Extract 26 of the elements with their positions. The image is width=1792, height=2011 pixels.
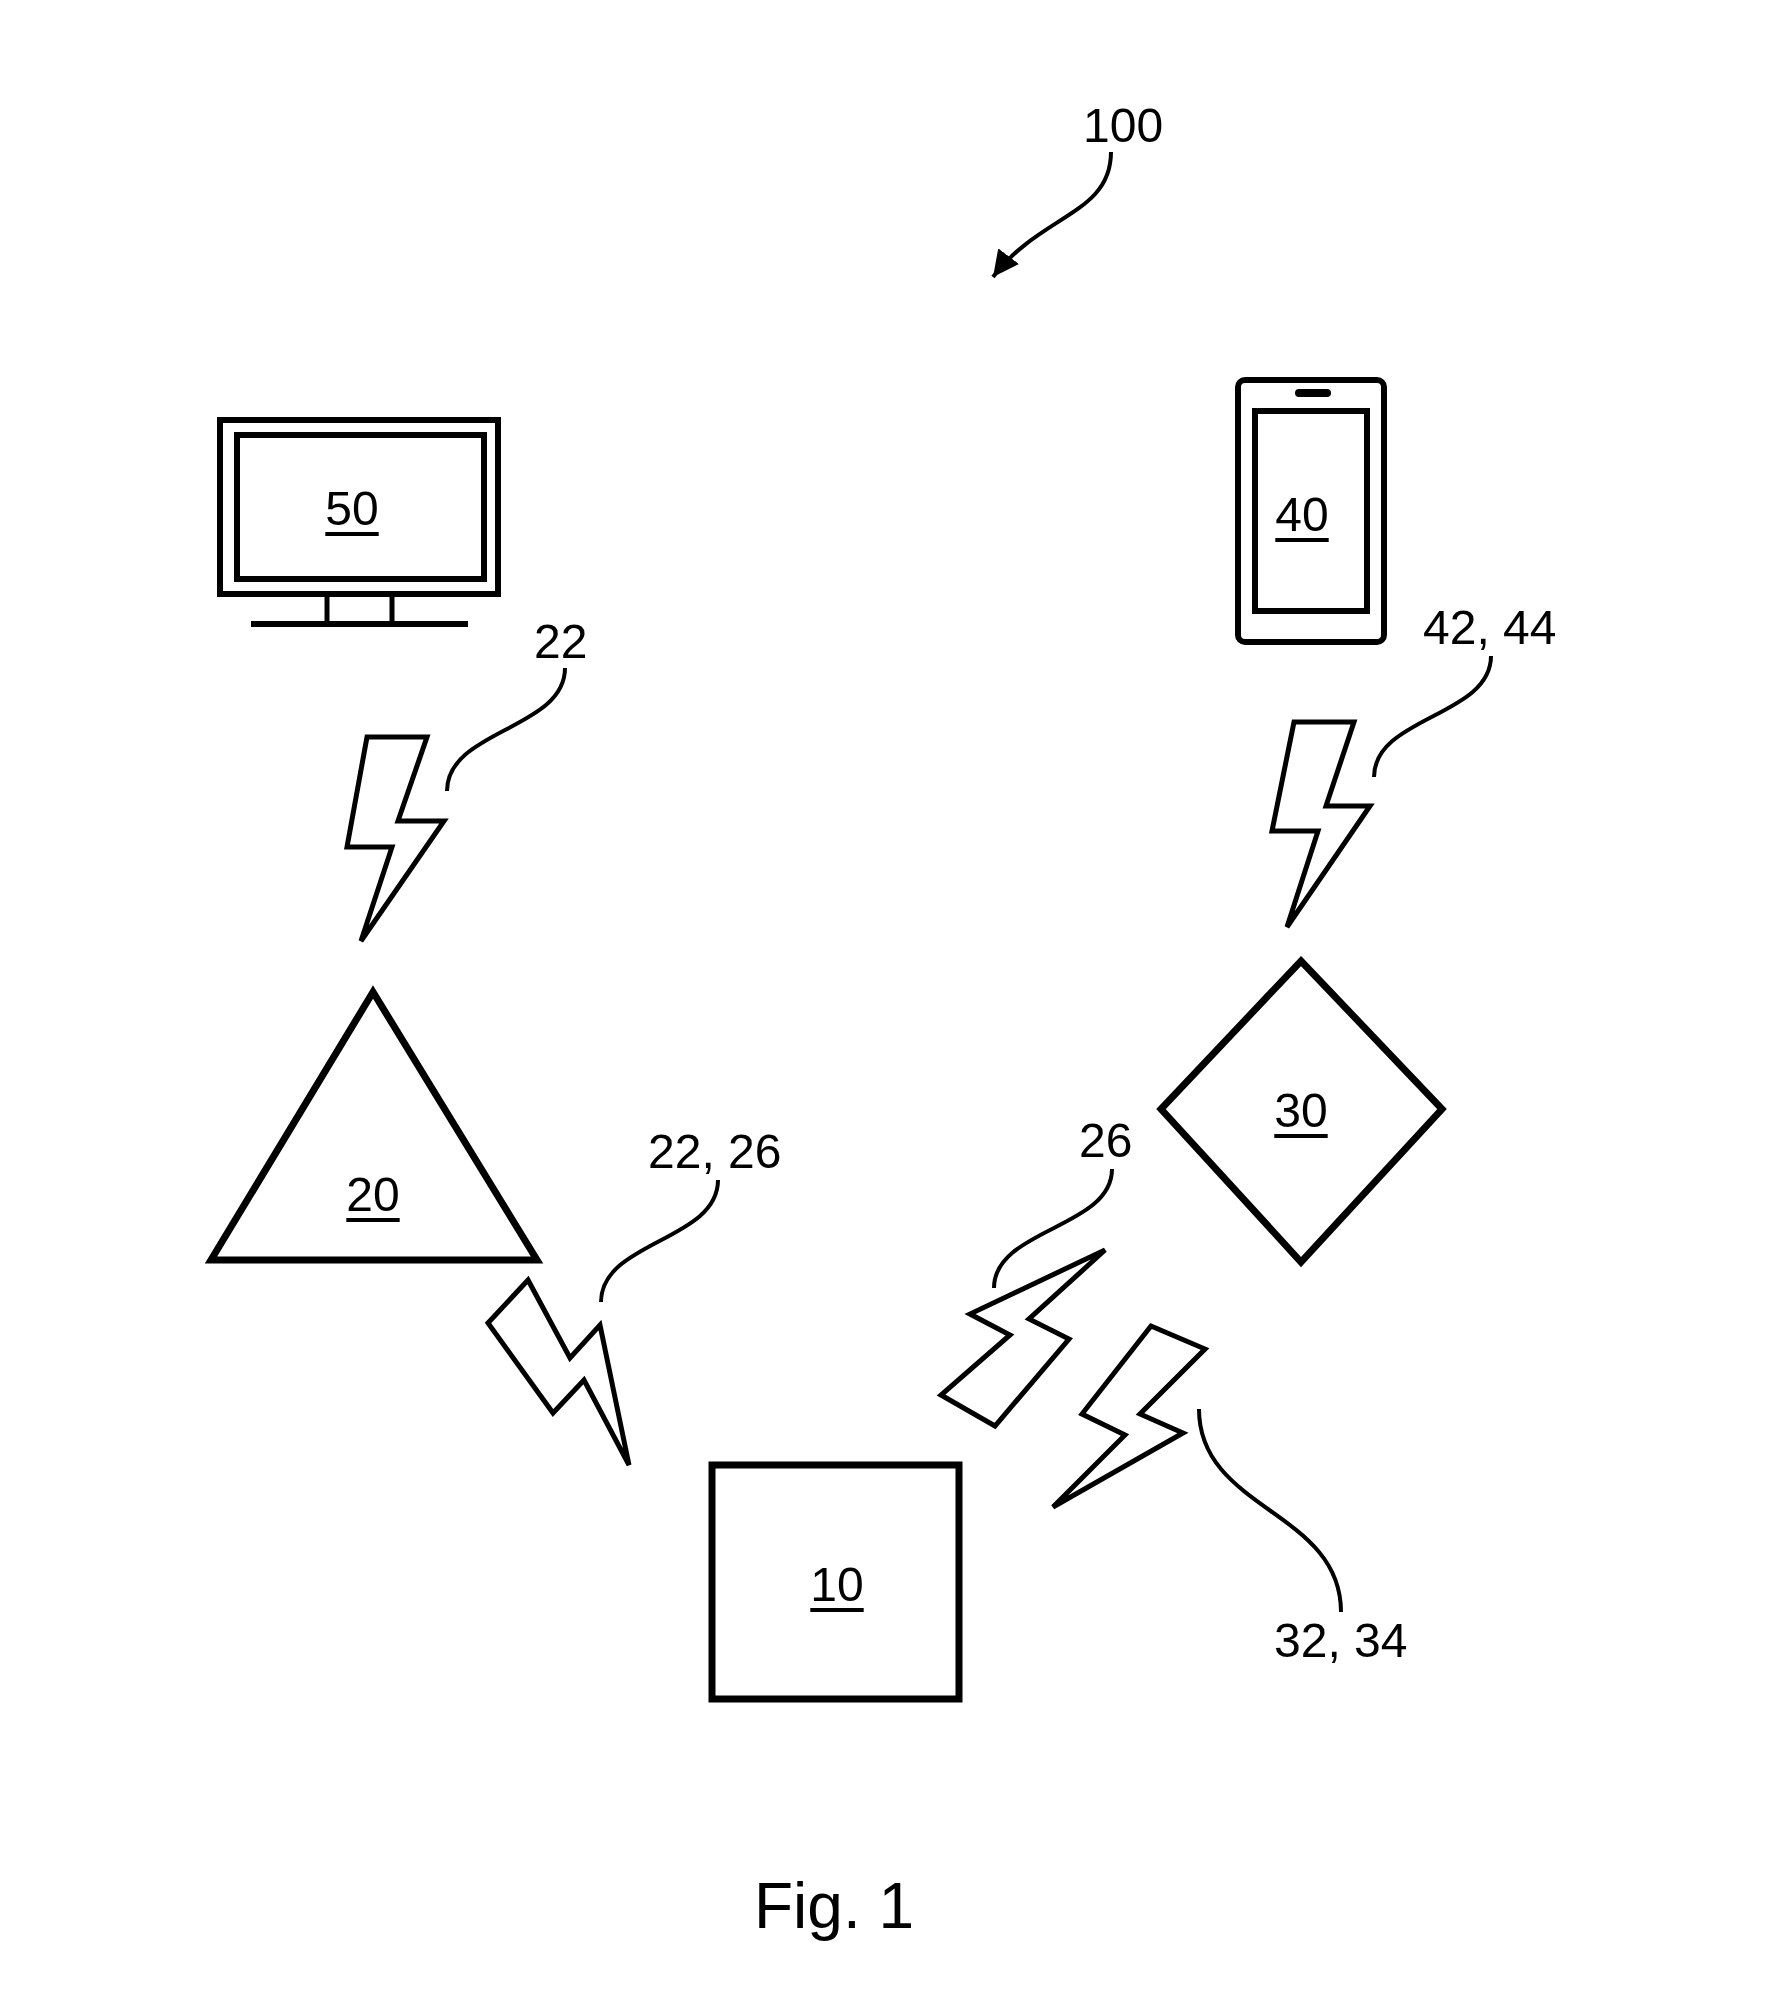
leader-arrow [991,151,1113,279]
smartphone-drawing [1235,377,1387,645]
reference-numeral: 10 [810,1557,864,1613]
callout-number: 32, 34 [1274,1617,1408,1665]
diamond-shape [1156,956,1447,1267]
lightning-bolt-icon [484,1276,633,1469]
callout-number: 22 [534,618,588,666]
callout-number: 42, 44 [1423,604,1557,652]
monitor-drawing [217,417,501,627]
reference-numeral: 50 [325,481,379,537]
leader-line [1372,655,1493,778]
leader-line [599,1179,720,1303]
reference-numeral: 40 [1275,487,1329,543]
leader-line [445,667,567,792]
leader-line [992,1168,1114,1289]
lightning-bolt-icon [1268,718,1374,931]
lightning-bolt-icon [1049,1322,1209,1511]
reference-numeral: 30 [1274,1083,1328,1139]
square-box [708,1461,963,1703]
lightning-bolt-icon [343,733,448,945]
callout-number: 22, 26 [648,1128,782,1176]
leader-line [1197,1408,1343,1613]
reference-numeral: 20 [346,1167,400,1223]
callout-number: 26 [1079,1117,1133,1165]
lightning-bolt-icon [937,1246,1109,1430]
callout-number: 100 [1083,102,1164,150]
